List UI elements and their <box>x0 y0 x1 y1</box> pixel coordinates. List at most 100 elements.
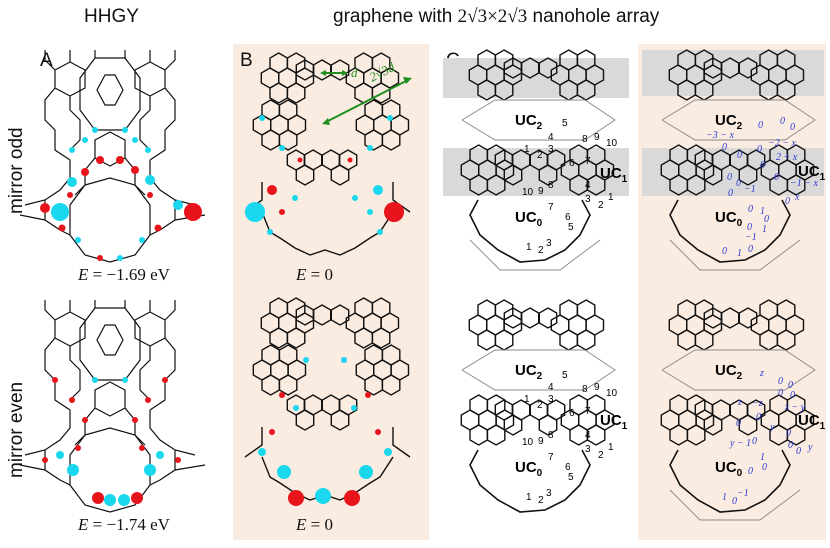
energy-b-top: E = 0 <box>296 265 333 284</box>
svg-text:3: 3 <box>548 144 554 155</box>
svg-text:UC0: UC0 <box>715 209 743 229</box>
panel-b-background <box>233 44 429 540</box>
panel-d-background <box>638 44 826 540</box>
svg-text:1: 1 <box>722 492 727 503</box>
svg-text:3: 3 <box>585 194 591 205</box>
header-hhgy: HHGY <box>84 6 139 27</box>
svg-text:5: 5 <box>568 222 574 233</box>
svg-text:0: 0 <box>788 440 793 451</box>
svg-text:UC0: UC0 <box>715 459 743 479</box>
panel-d-bottom-structure <box>661 300 816 521</box>
svg-text:1: 1 <box>526 242 532 253</box>
panel-d-top-bands <box>642 50 824 196</box>
svg-text:2: 2 <box>537 150 543 161</box>
svg-text:4: 4 <box>585 430 591 441</box>
svg-text:2: 2 <box>537 400 543 411</box>
panel-c-top-structure <box>461 50 616 271</box>
svg-text:0: 0 <box>748 244 753 255</box>
panel-b-top-structure <box>244 53 411 256</box>
svg-text:y − 1: y − 1 <box>729 438 751 449</box>
svg-text:UC2: UC2 <box>715 112 743 132</box>
svg-text:0: 0 <box>747 222 752 233</box>
svg-text:1: 1 <box>760 206 765 217</box>
svg-text:−1: −1 <box>745 232 757 243</box>
svg-text:5: 5 <box>568 472 574 483</box>
dimension-diag-label: 2√3d <box>367 59 398 85</box>
svg-text:UC1: UC1 <box>600 412 628 432</box>
energy-b-bottom: E = 0 <box>296 515 333 534</box>
svg-text:2: 2 <box>598 200 604 211</box>
svg-text:0: 0 <box>780 116 785 127</box>
svg-text:9: 9 <box>594 382 600 393</box>
svg-text:8: 8 <box>548 180 554 191</box>
svg-text:x: x <box>794 192 800 203</box>
svg-text:9: 9 <box>538 436 544 447</box>
svg-text:8: 8 <box>582 384 588 395</box>
svg-text:z − y: z − y <box>784 402 806 413</box>
svg-text:0: 0 <box>748 204 753 215</box>
svg-text:0: 0 <box>790 122 795 133</box>
header-graphene: graphene with 2√3×2√3 nanohole array <box>333 6 659 28</box>
svg-text:5: 5 <box>562 370 568 381</box>
svg-text:2: 2 <box>538 245 544 256</box>
svg-text:3: 3 <box>548 394 554 405</box>
svg-text:0: 0 <box>760 160 765 171</box>
svg-text:2: 2 <box>598 450 604 461</box>
panel-d-top-structure <box>661 50 816 271</box>
svg-text:0: 0 <box>786 428 791 439</box>
svg-text:9: 9 <box>538 186 544 197</box>
svg-text:−z: −z <box>752 398 763 409</box>
svg-text:0: 0 <box>756 412 761 423</box>
svg-text:−1: −1 <box>737 488 749 499</box>
header-graphene-math: 2√3×2√3 <box>457 6 528 27</box>
svg-text:0: 0 <box>722 142 727 153</box>
svg-text:10: 10 <box>606 138 618 149</box>
svg-text:4: 4 <box>548 132 554 143</box>
panel-a-bottom-amplitudes <box>42 377 181 506</box>
svg-text:10: 10 <box>522 187 534 198</box>
panel-label-b: B <box>240 50 253 71</box>
svg-text:10: 10 <box>606 388 618 399</box>
panel-a-top-structure <box>19 49 206 263</box>
svg-text:7: 7 <box>548 202 554 213</box>
svg-text:0: 0 <box>732 496 737 507</box>
svg-text:9: 9 <box>594 132 600 143</box>
panel-d-bottom-labels: UC2 UC1 UC0 z 0 0 0 0 z − y z −z 0 0 y 0… <box>715 362 826 507</box>
svg-text:0: 0 <box>728 188 733 199</box>
svg-text:0: 0 <box>748 466 753 477</box>
svg-text:1: 1 <box>760 452 765 463</box>
panel-b-bottom-structure <box>244 298 411 501</box>
uc0-label: UC0 <box>515 209 543 229</box>
energy-a-bottom: E = −1.74 eV <box>78 515 170 534</box>
panel-a-bottom-structure <box>19 299 206 513</box>
svg-text:UC2: UC2 <box>715 362 743 382</box>
svg-text:1: 1 <box>762 224 767 235</box>
svg-text:−1 − x: −1 − x <box>790 178 818 189</box>
header-graphene-prefix: graphene with <box>333 6 458 27</box>
svg-text:6: 6 <box>565 212 571 223</box>
svg-text:0: 0 <box>774 172 779 183</box>
svg-text:−1: −1 <box>744 184 756 195</box>
dimension-d-arrow <box>320 70 348 76</box>
panel-b-top-amplitudes <box>245 115 404 235</box>
svg-text:6: 6 <box>569 408 575 419</box>
svg-text:7: 7 <box>585 406 591 417</box>
svg-text:UC1: UC1 <box>798 163 826 183</box>
svg-text:0: 0 <box>796 446 801 457</box>
dimension-diag-arrow <box>322 77 412 125</box>
svg-text:UC0: UC0 <box>515 459 543 479</box>
svg-text:0: 0 <box>788 380 793 391</box>
svg-text:0: 0 <box>737 150 742 161</box>
svg-text:z: z <box>759 368 764 379</box>
panel-b-bottom-amplitudes <box>258 357 392 506</box>
svg-text:0: 0 <box>727 172 732 183</box>
svg-text:y: y <box>769 422 775 433</box>
svg-text:1: 1 <box>608 442 614 453</box>
svg-text:5: 5 <box>562 118 568 129</box>
svg-text:UC2: UC2 <box>515 362 543 382</box>
svg-text:0: 0 <box>790 390 795 401</box>
header-graphene-suffix: nanohole array <box>527 6 660 27</box>
svg-text:3: 3 <box>546 488 552 499</box>
panel-c-top-labels: UC2 UC1 UC0 1 2 3 4 5 6 7 8 9 10 10 9 8 … <box>515 112 628 256</box>
